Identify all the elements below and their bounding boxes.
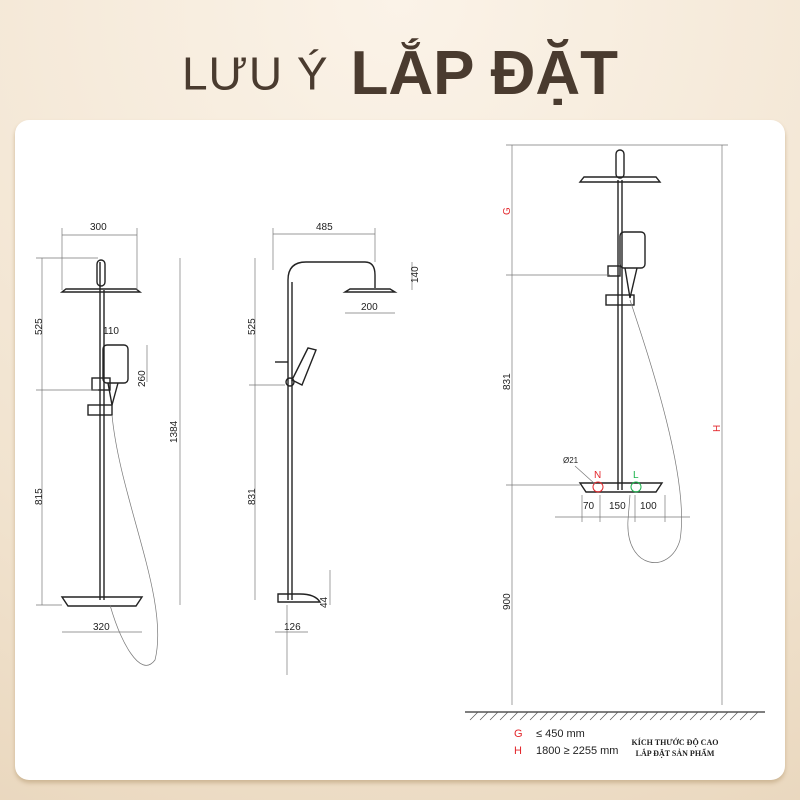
legend-h-value: 1800 ≥ 2255 mm (536, 745, 619, 757)
dim-shelf-height: 44 (319, 596, 330, 608)
dim-bottom: 815 (34, 488, 45, 505)
dim-g: G (502, 207, 513, 215)
title-bold: LẮP ĐẶT (350, 39, 619, 108)
dim-total: 1384 (169, 420, 180, 443)
legend-g-value: ≤ 450 mm (536, 728, 585, 740)
dim-drop: 140 (410, 266, 421, 283)
diagram-card (15, 120, 785, 780)
dim-head: 200 (361, 302, 378, 313)
dim-70: 70 (583, 501, 595, 512)
label-l: L (633, 470, 639, 481)
install-view: G 831 900 H Ø21 N L 70 150 100 (465, 144, 765, 721)
dim-mid: 831 (502, 373, 513, 390)
note-line-2: LẮP ĐẶT SẢN PHẨM (635, 749, 715, 758)
note-line-1: KÍCH THƯỚC ĐỘ CAO (631, 738, 719, 747)
dim-arm: 485 (316, 222, 333, 233)
dim-head-width: 300 (90, 222, 107, 233)
dim-side-top: 525 (247, 318, 258, 335)
title-normal: LƯU Ý (181, 47, 329, 100)
label-n: N (594, 470, 601, 481)
dim-shelf-width: 320 (93, 622, 110, 633)
dim-shelf-depth: 126 (284, 622, 301, 633)
legend-g-key: G (514, 728, 523, 740)
dim-100: 100 (640, 501, 657, 512)
dim-150: 150 (609, 501, 626, 512)
dim-floor: 900 (502, 593, 513, 610)
dim-h: H (712, 425, 723, 432)
legend-h-key: H (514, 745, 522, 757)
legend-note: KÍCH THƯỚC ĐỘ CAO LẮP ĐẶT SẢN PHẨM (630, 737, 720, 759)
dim-hand-width: 110 (103, 326, 119, 337)
side-view: 485 140 200 525 831 44 126 (247, 222, 421, 675)
page-title: LƯU Ý LẮP ĐẶT (0, 38, 800, 109)
dim-top: 525 (34, 318, 45, 335)
front-view: 300 525 815 110 260 1384 320 (34, 222, 181, 666)
dim-diameter: Ø21 (563, 456, 579, 465)
dim-side-bottom: 831 (247, 488, 258, 505)
dim-hand-height: 260 (137, 370, 148, 387)
